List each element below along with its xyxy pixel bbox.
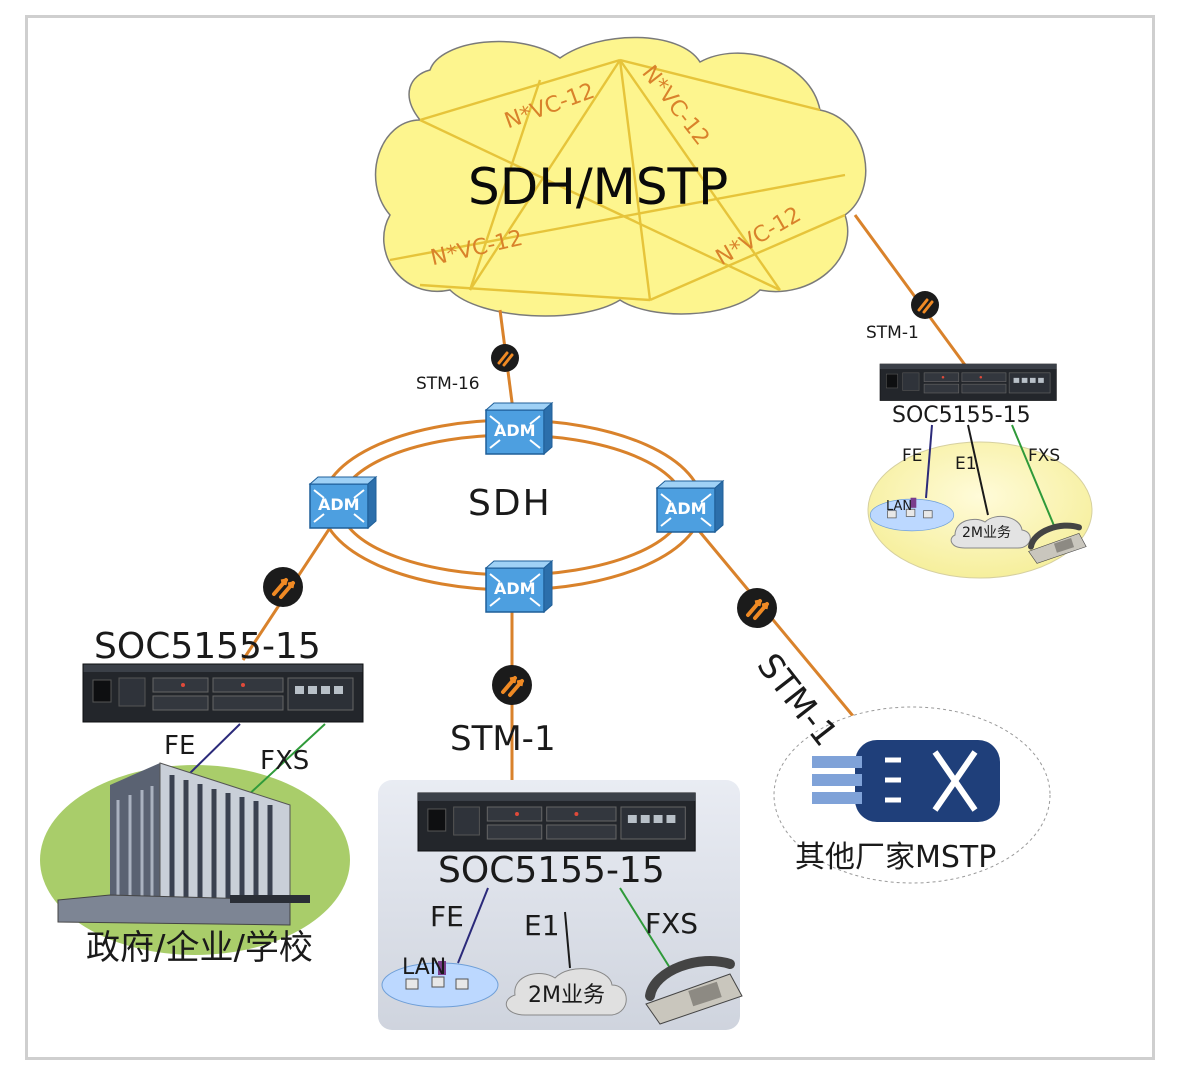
vc-mesh: [389, 58, 846, 302]
adm-label-left: ADM: [318, 495, 360, 514]
service-e1-center: E1: [524, 909, 560, 942]
service-fe-top-right: FE: [902, 446, 923, 466]
building-icon: [57, 762, 310, 926]
service-lan-top-right: LAN: [886, 499, 913, 514]
service-fxs-left: FXS: [260, 746, 310, 776]
cloud-2m-small: [950, 515, 1031, 549]
device-label-center: SOC5155-15: [438, 850, 665, 891]
service-fe-left: FE: [164, 731, 196, 761]
link-label-stm1-center: STM-1: [450, 719, 556, 759]
adm-label-top: ADM: [494, 421, 536, 440]
adm-label-right: ADM: [665, 499, 707, 518]
vendor-switch-icon: [812, 740, 1000, 822]
service-2m-top-right: 2M业务: [962, 525, 1011, 541]
vendor-label: 其他厂家MSTP: [795, 840, 997, 875]
device-label-top-right: SOC5155-15: [892, 403, 1031, 428]
link-label-stm1-right: STM-1: [866, 323, 919, 343]
site-label-left: 政府/企业/学校: [86, 928, 313, 968]
service-lan-center: LAN: [402, 955, 447, 980]
site-bubble-top-right: [867, 441, 1093, 579]
link-label-stm16: STM-16: [416, 374, 480, 394]
service-fxs-top-right: FXS: [1028, 446, 1061, 466]
service-fe-center: FE: [430, 900, 464, 933]
cloud-title: SDH/MSTP: [468, 158, 729, 216]
adm-label-bottom: ADM: [494, 579, 536, 598]
service-e1-top-right: E1: [955, 454, 977, 474]
device-label-left: SOC5155-15: [94, 626, 321, 667]
ring-label: SDH: [468, 483, 552, 524]
service-fxs-center: FXS: [645, 907, 699, 940]
service-2m-center: 2M业务: [528, 983, 605, 1008]
cloud-2m-large: [505, 968, 627, 1016]
